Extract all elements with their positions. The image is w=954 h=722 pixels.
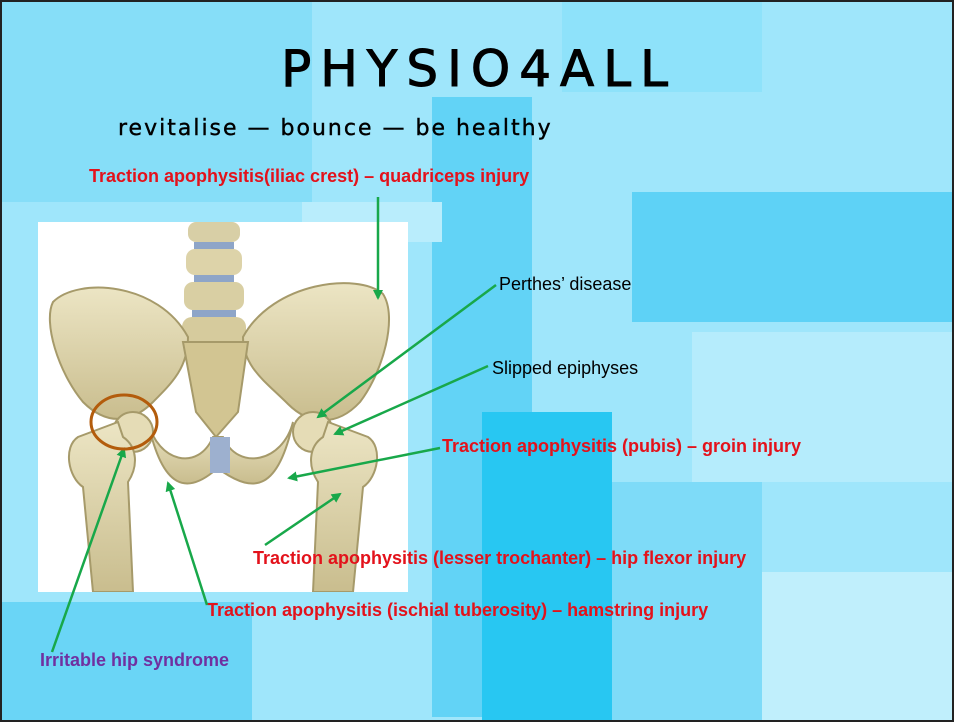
arrow-perthes <box>318 285 496 417</box>
arrow-slipped <box>335 366 488 434</box>
arrow-irritable <box>52 449 124 652</box>
arrow-pubis <box>289 448 440 478</box>
hip-joint-circle <box>91 395 157 449</box>
arrow-ischial <box>168 483 207 605</box>
arrow-lesser <box>265 494 340 545</box>
